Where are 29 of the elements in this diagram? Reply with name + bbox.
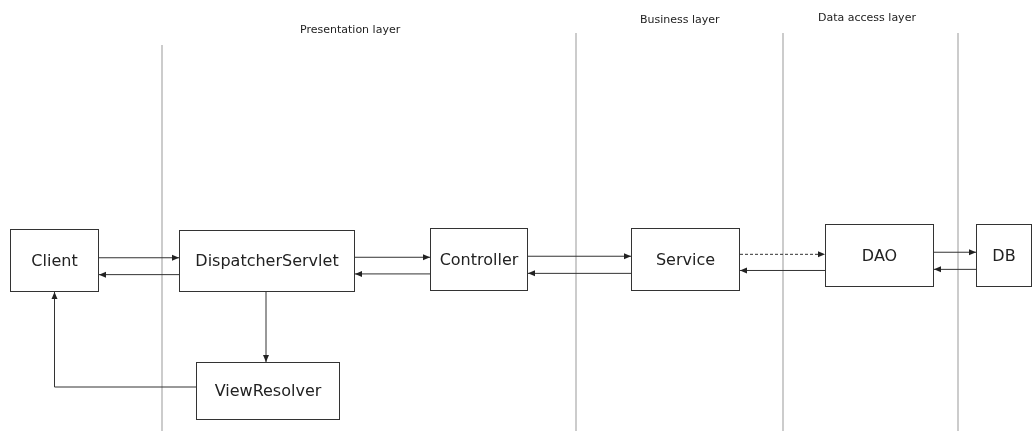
arrow: [739, 251, 826, 258]
arrow: [527, 253, 632, 260]
component-box: [10, 229, 99, 292]
component-box: [430, 228, 528, 291]
component-name: DispatcherServlet: [195, 250, 339, 272]
component-box: [196, 362, 340, 420]
component-box: [825, 224, 934, 287]
arrow: [739, 267, 826, 274]
arrow: [933, 266, 977, 273]
component-name: Client: [31, 249, 78, 272]
arrow: [263, 291, 269, 363]
component-name: ViewResolver: [214, 380, 322, 402]
arrow: [354, 254, 431, 261]
component-name: DAO: [861, 244, 898, 267]
arrow: [527, 270, 632, 277]
layer-label: Business layer: [640, 12, 720, 28]
component-box: [179, 230, 355, 292]
arrow: [98, 254, 180, 261]
arrow: [354, 270, 431, 277]
layer-label: Data access layer: [818, 10, 916, 26]
component-box: [631, 228, 740, 291]
component-name: Controller: [439, 248, 519, 271]
component-name: DB: [992, 244, 1016, 267]
arrow: [51, 291, 197, 388]
component-name: Service: [655, 248, 716, 271]
layer-label: Presentation layer: [300, 22, 401, 38]
component-box: [976, 224, 1032, 287]
arrow: [98, 271, 180, 278]
arrow: [933, 249, 977, 256]
